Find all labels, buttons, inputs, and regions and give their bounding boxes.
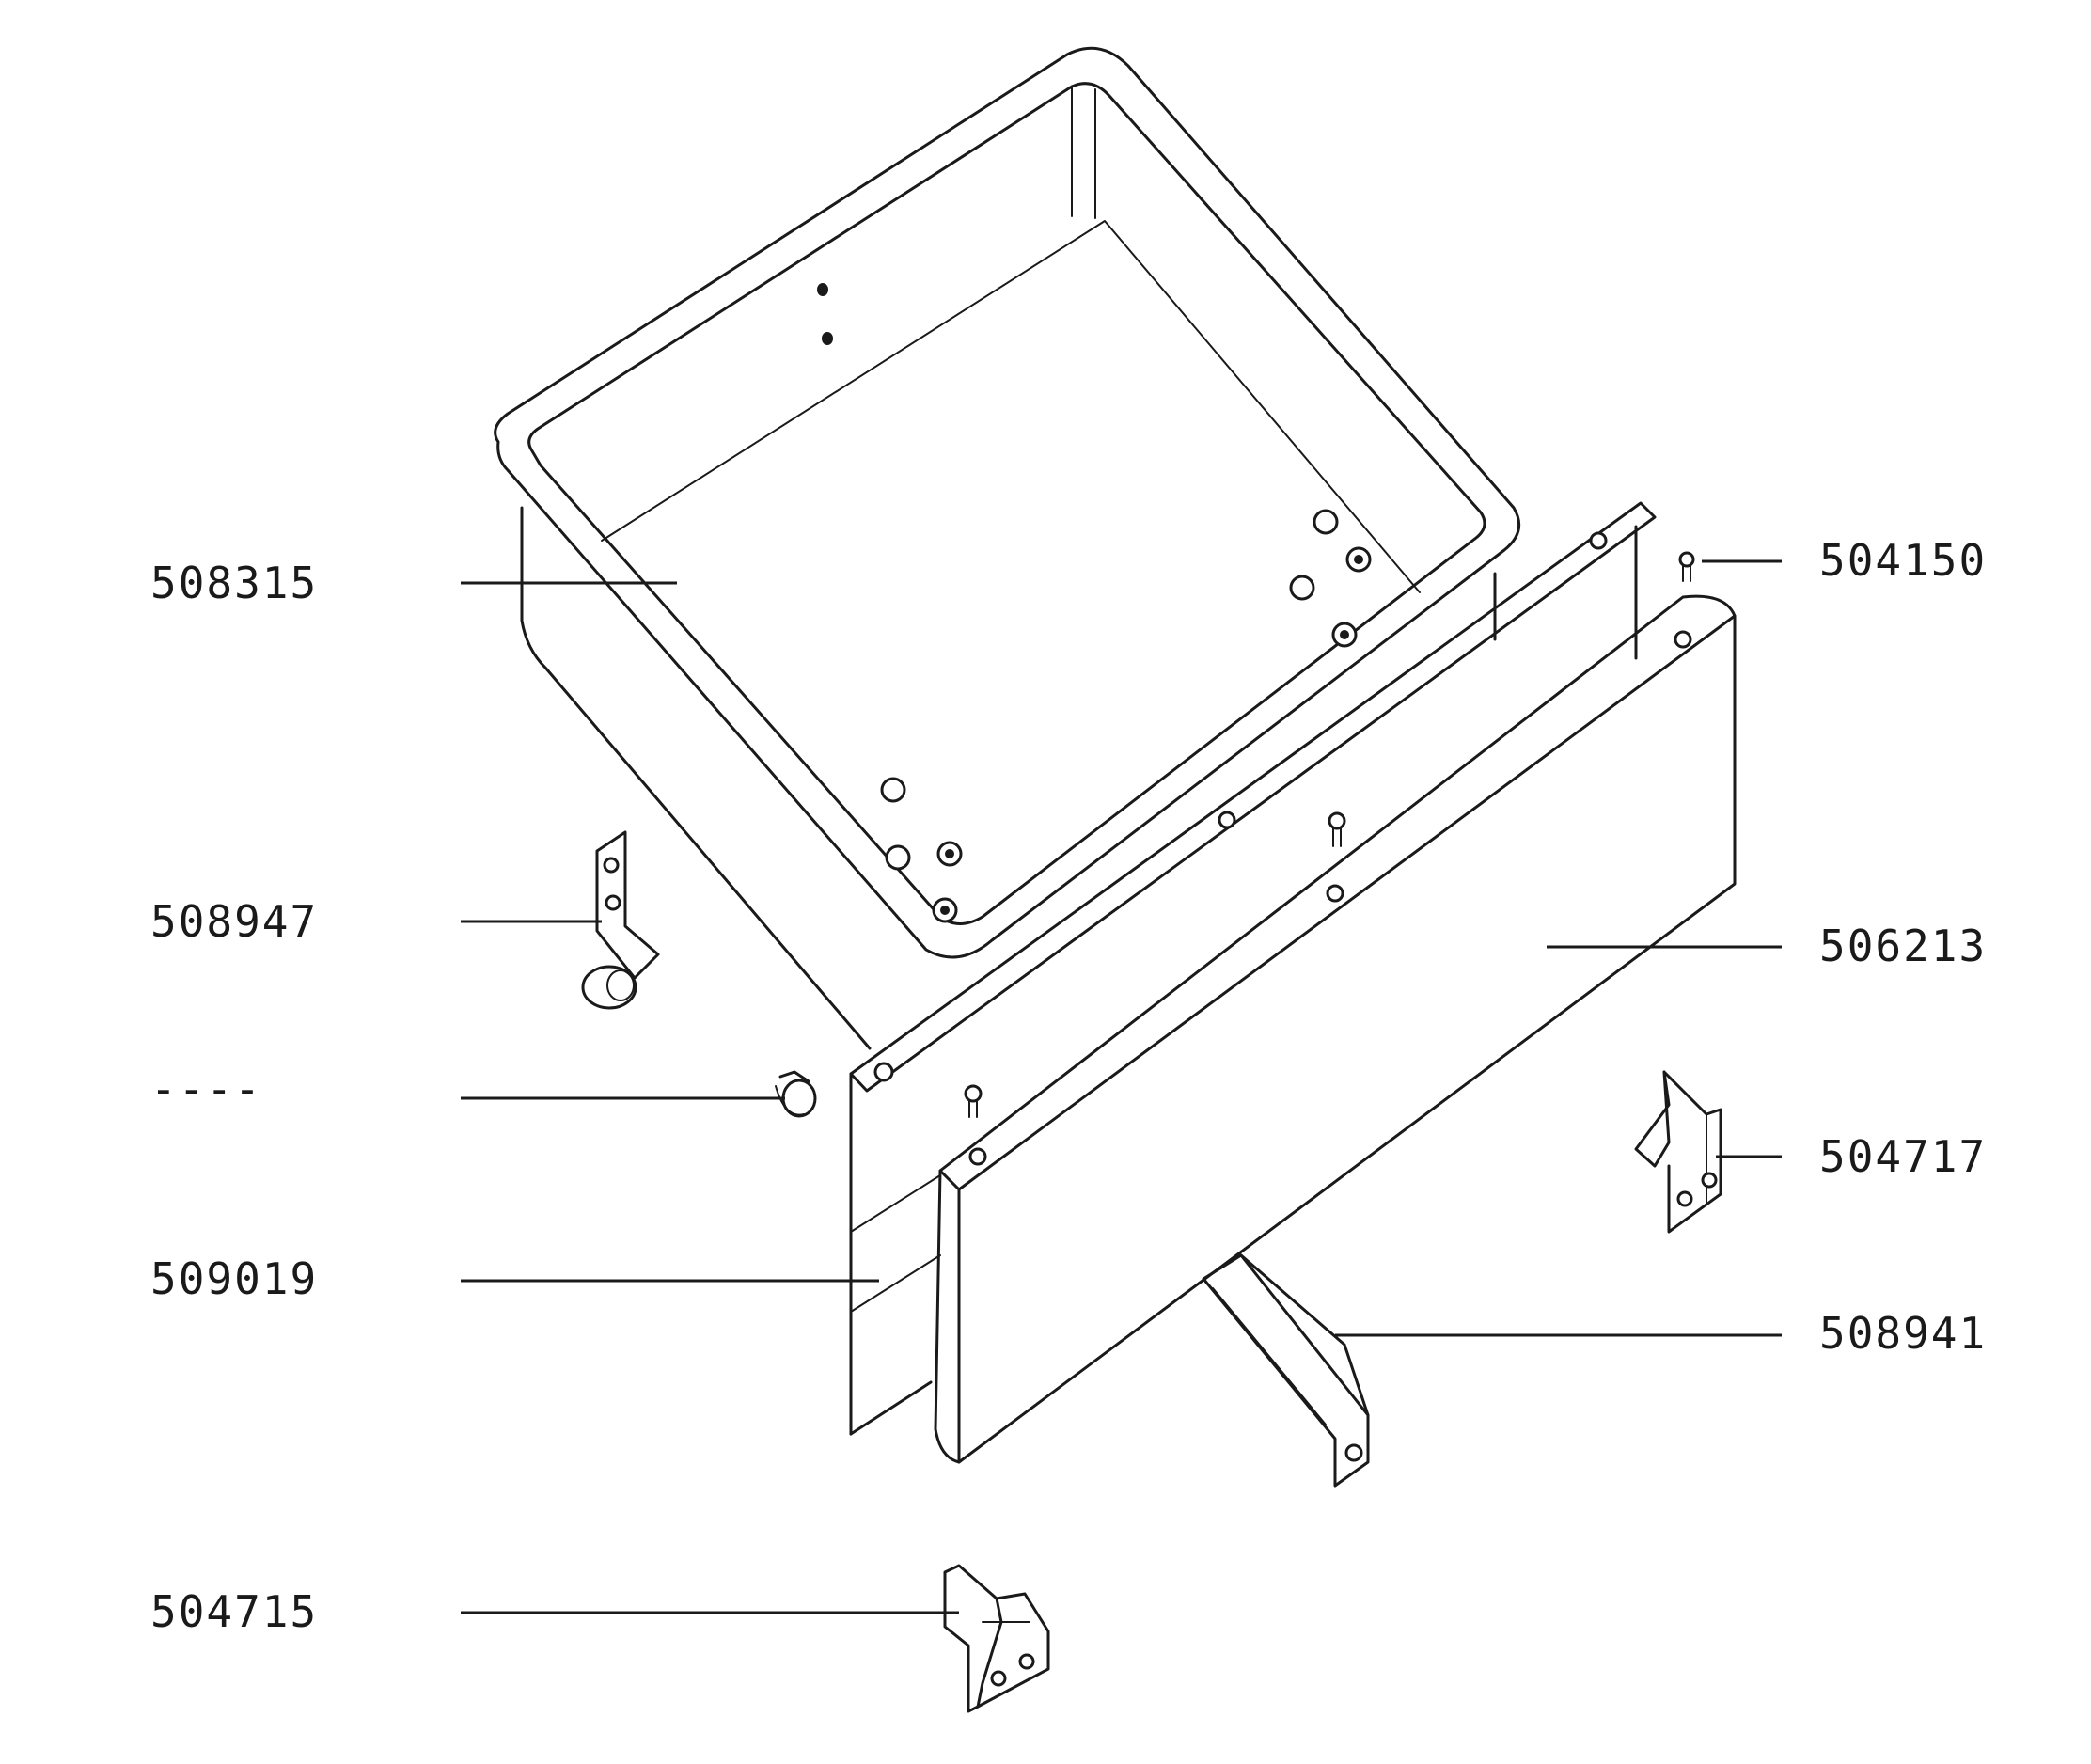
fastener-group-left [880, 777, 963, 923]
support-rail-508941 [1202, 1253, 1370, 1488]
pin-504150 [1678, 551, 1695, 582]
tub-508315 [494, 46, 1521, 1050]
pin-center [1328, 811, 1346, 847]
label-knob: ---- [150, 1063, 262, 1114]
part-labels: 508315 508947 ---- 509019 504715 504150 … [150, 535, 1987, 1637]
fastener-group-right [1289, 509, 1372, 648]
front-panel-506213 [934, 594, 1737, 1464]
bracket-right-504717 [1634, 1070, 1722, 1234]
label-506213: 506213 [1819, 921, 1987, 971]
label-504150: 504150 [1819, 535, 1987, 586]
label-508947: 508947 [150, 896, 318, 947]
label-508941: 508941 [1819, 1308, 1987, 1359]
pin-left [964, 1084, 983, 1118]
caster-bracket-508947 [581, 830, 660, 1010]
label-504715: 504715 [150, 1586, 318, 1637]
pin-parts [964, 551, 1695, 1118]
label-508315: 508315 [150, 558, 318, 608]
rear-panel [849, 501, 1657, 1436]
label-509019: 509019 [150, 1253, 318, 1304]
knob-part [775, 1070, 817, 1118]
label-504717: 504717 [1819, 1131, 1987, 1182]
leader-lines [461, 559, 1782, 1614]
bracket-bottom-504715 [943, 1564, 1050, 1713]
